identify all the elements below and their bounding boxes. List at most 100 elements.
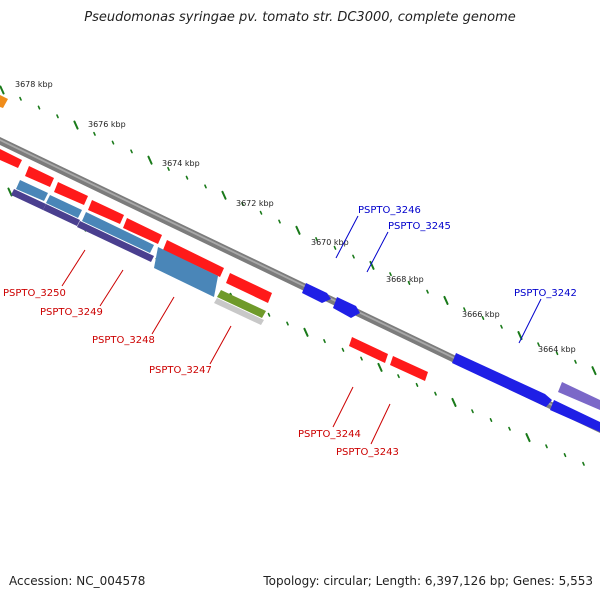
minor-tick [204,184,207,189]
minor-tick [471,409,474,414]
scale-label-3676: 3676 kbp [88,120,126,129]
minor-tick [426,289,429,294]
gene-blue-right[interactable] [550,400,600,432]
gene-red-3244[interactable] [349,337,388,363]
major-tick [451,397,457,407]
minor-tick [259,210,263,215]
gene-red-3243[interactable] [390,356,428,381]
gene-red-2[interactable] [25,166,54,187]
scale-label-3670: 3670 kbp [311,238,349,247]
gene-label-PSPTO_3250[interactable]: PSPTO_3250 [3,288,66,299]
label-leaders [61,215,542,445]
minor-tick [407,280,411,285]
minor-tick [389,272,392,277]
gene-indigo-1[interactable] [11,189,46,210]
major-tick [369,260,375,270]
minor-tick [111,140,115,145]
gene-orange[interactable] [0,95,8,108]
gene-lavender[interactable] [558,382,600,410]
gene-steel-2[interactable] [46,195,82,218]
gene-red-4[interactable] [88,200,124,224]
gene-steel-4[interactable] [154,247,218,297]
minor-tick [463,307,466,312]
minor-tick [582,461,585,466]
major-tick [0,85,5,95]
minor-tick [563,453,567,458]
minor-tick [56,114,59,119]
scale-ticks-upper [0,85,597,376]
genome-summary-text: Topology: circular; Length: 6,397,126 bp… [263,574,593,588]
major-tick [7,187,13,197]
minor-tick [397,374,400,379]
scale-label-3664: 3664 kbp [538,345,576,354]
major-tick [591,366,597,376]
minor-tick [241,201,244,206]
minor-tick [341,347,345,352]
minor-tick [185,175,189,180]
scale-label-3672: 3672 kbp [236,199,274,208]
gene-red-3[interactable] [54,182,88,205]
gene-label-PSPTO_3248[interactable]: PSPTO_3248 [92,335,155,346]
minor-tick [19,96,22,101]
minor-tick [278,219,281,224]
minor-tick [545,444,548,449]
minor-tick [508,426,511,431]
minor-tick [434,391,437,396]
genome-backbone [0,137,600,433]
gene-red-5[interactable] [123,218,162,244]
minor-tick [315,237,318,242]
gene-label-PSPTO_3242[interactable]: PSPTO_3242 [514,288,577,299]
minor-tick [352,254,355,259]
gene-gray[interactable] [214,298,264,325]
minor-tick [360,356,363,361]
gene-indigo-3[interactable] [77,221,154,262]
gene-features [0,95,600,432]
minor-tick [93,131,96,136]
major-tick [73,120,79,130]
minor-tick [415,382,419,387]
gene-label-PSPTO_3245[interactable]: PSPTO_3245 [388,221,451,232]
gene-steel-1[interactable] [16,180,48,201]
scale-labels: 3678 kbp 3676 kbp 3674 kbp 3672 kbp 3670… [15,80,576,354]
major-tick [147,155,153,165]
gene-red-1[interactable] [0,149,22,168]
minor-tick [537,342,540,347]
gene-indigo-2[interactable] [43,204,80,226]
gene-label-PSPTO_3244[interactable]: PSPTO_3244 [298,429,361,440]
scale-label-3666: 3666 kbp [462,310,500,319]
gene-label-PSPTO_3243[interactable]: PSPTO_3243 [336,447,399,458]
minor-tick [323,339,326,344]
minor-tick [555,351,559,356]
major-tick [295,225,301,235]
minor-tick [489,417,493,422]
scale-label-3668: 3668 kbp [386,275,424,284]
major-tick [221,190,227,200]
minor-tick [267,312,271,317]
accession-text: Accession: NC_004578 [9,574,146,588]
gene-red-7[interactable] [226,273,272,303]
minor-tick [333,245,337,250]
gene-blue-3245[interactable] [333,297,360,318]
gene-labels: PSPTO_3246 PSPTO_3245 PSPTO_3242 PSPTO_3… [3,205,577,458]
gene-label-PSPTO_3249[interactable]: PSPTO_3249 [40,307,103,318]
minor-tick [37,105,41,110]
gene-olive[interactable] [217,290,266,318]
minor-tick [574,359,577,364]
genome-title: Pseudomonas syringae pv. tomato str. DC3… [84,10,516,25]
gene-red-6[interactable] [163,240,224,277]
gene-label-PSPTO_3247[interactable]: PSPTO_3247 [149,365,212,376]
major-tick [303,327,309,337]
scale-label-3678: 3678 kbp [15,80,53,89]
minor-tick [500,324,503,329]
major-tick [377,362,383,372]
gene-label-PSPTO_3246[interactable]: PSPTO_3246 [358,205,421,216]
gene-blue-3246[interactable] [302,283,331,303]
major-tick [525,433,531,443]
gene-blue-3242[interactable] [452,353,552,407]
minor-tick [130,149,133,154]
scale-label-3674: 3674 kbp [162,159,200,168]
minor-tick [286,321,289,326]
gene-steel-3[interactable] [82,212,154,253]
minor-tick [481,315,485,320]
